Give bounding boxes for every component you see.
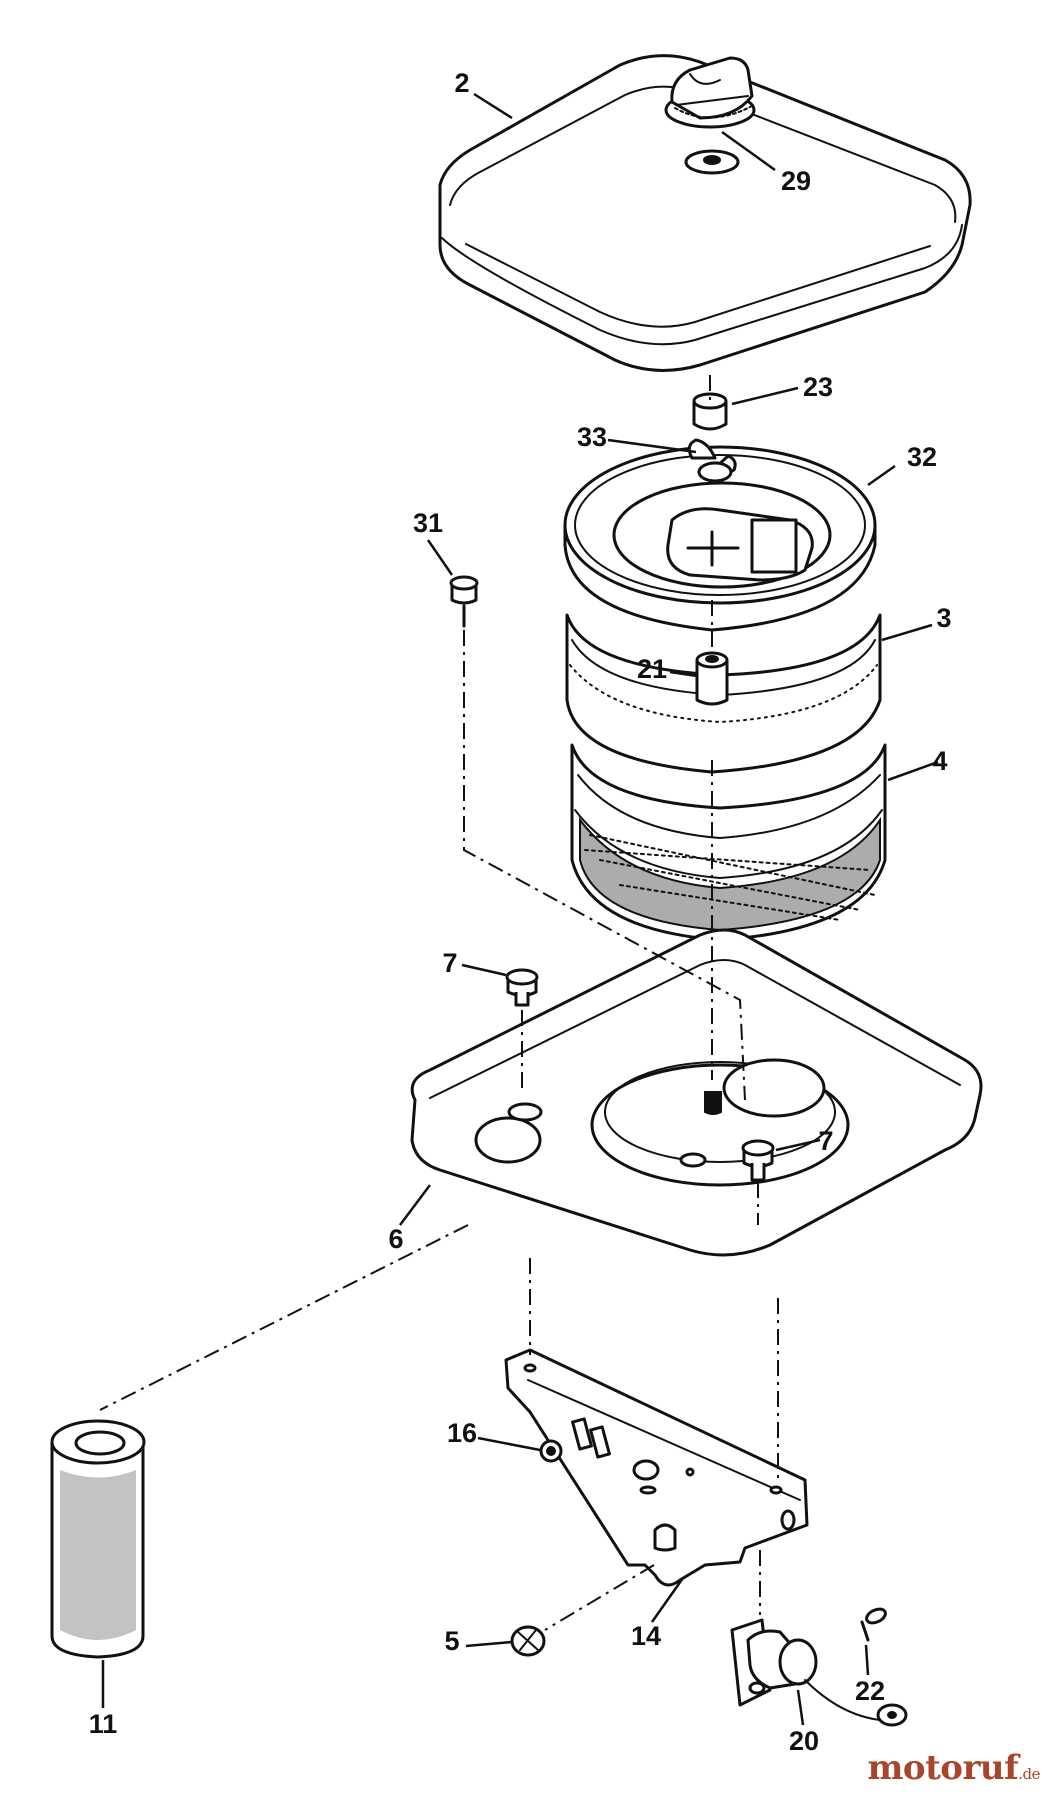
callout-4: 4 <box>932 746 947 776</box>
callout-leaders <box>101 92 939 1726</box>
part-16-nut <box>539 1439 563 1463</box>
callout-20: 20 <box>789 1726 819 1756</box>
callout-2: 2 <box>454 68 469 98</box>
part-14-bracket <box>504 1348 809 1587</box>
callout-7-upper: 7 <box>442 948 457 978</box>
part-23-nut <box>692 392 728 431</box>
callout-14: 14 <box>631 1621 661 1651</box>
callout-11: 11 <box>89 1709 118 1739</box>
callout-3: 3 <box>936 603 951 633</box>
callout-5: 5 <box>444 1626 459 1656</box>
part-7-screw-upper <box>505 968 539 1007</box>
part-4-filter-cartridge <box>570 743 887 942</box>
callout-6: 6 <box>388 1224 403 1254</box>
stud-on-base <box>704 1091 722 1115</box>
callout-16: 16 <box>447 1418 477 1448</box>
callout-33: 33 <box>577 422 607 452</box>
part-5-nut <box>510 1625 546 1657</box>
callout-23: 23 <box>803 372 833 402</box>
callout-31: 31 <box>413 508 443 538</box>
callout-29: 29 <box>781 166 811 196</box>
callout-7-lower: 7 <box>818 1126 833 1156</box>
watermark-logo: motoruf.de <box>867 1748 1040 1788</box>
callout-21: 21 <box>637 654 667 684</box>
assembly-centerlines <box>99 375 779 1631</box>
part-31-screw <box>449 575 479 628</box>
callout-22: 22 <box>855 1676 885 1706</box>
callout-labels: 2 29 23 33 32 31 3 21 4 7 7 6 16 14 5 11… <box>89 68 952 1756</box>
part-11-tube <box>50 1419 146 1659</box>
watermark-brand: motoruf <box>867 1748 1019 1788</box>
watermark-tld: .de <box>1018 1765 1040 1783</box>
part-22-screw <box>860 1607 887 1642</box>
part-7-screw-lower <box>741 1139 775 1182</box>
part-6-base <box>410 928 983 1257</box>
part-32-cover-ring <box>563 445 877 632</box>
part-20-switch <box>730 1618 908 1727</box>
part-29-wing-knob <box>664 56 756 175</box>
part-2-cover <box>438 54 972 372</box>
part-21-stud <box>695 651 729 706</box>
part-33-wing-nut <box>687 438 737 483</box>
callout-32: 32 <box>907 442 937 472</box>
